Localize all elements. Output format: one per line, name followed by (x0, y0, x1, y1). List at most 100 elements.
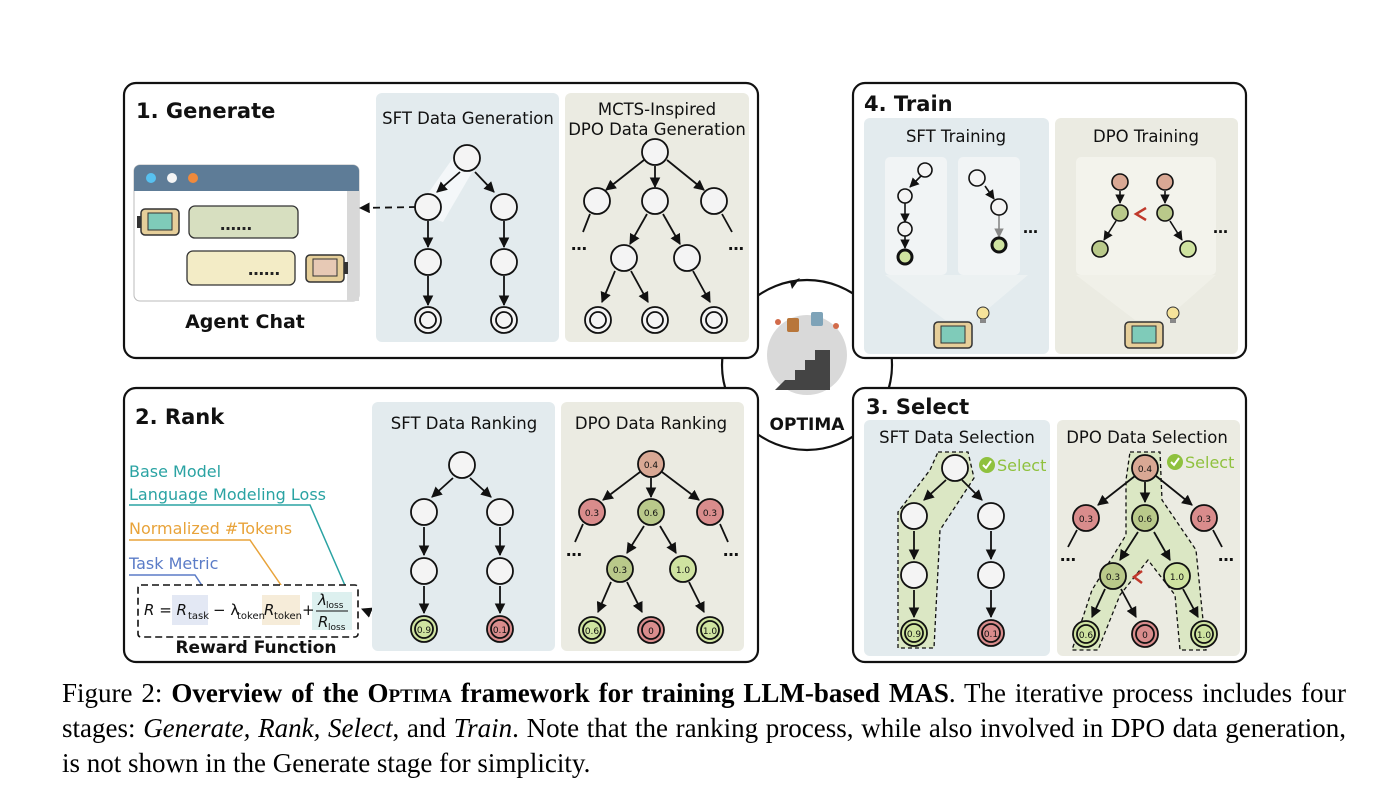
ellipsis: … (728, 235, 744, 254)
caption-text-3: . Note that the ranking process, while a… (62, 713, 1346, 778)
optima-center-label: OPTIMA (770, 415, 846, 435)
node-score: 0.3 (613, 566, 627, 576)
lightbulb-icon (1166, 306, 1180, 323)
node-score: 0.9 (417, 626, 432, 636)
stage-rank-title: 2. Rank (135, 405, 225, 429)
robot-icon (305, 254, 348, 283)
ellipsis: … (1218, 546, 1234, 565)
cycle-diagram: OPTIMA (720, 278, 894, 452)
svg-text:− λ: − λ (213, 601, 239, 619)
chat-bubble-text: …… (248, 260, 280, 279)
svg-text:loss: loss (326, 601, 344, 611)
chat-bubble-text: …… (220, 215, 252, 234)
node-score: 1.0 (1170, 573, 1185, 583)
legend-task-metric: Task Metric (128, 554, 218, 573)
reward-function-label: Reward Function (175, 638, 336, 658)
svg-text:λ: λ (317, 591, 327, 609)
dpo-ranking-panel (561, 402, 744, 651)
robot-icon (1124, 321, 1164, 349)
svg-text:R: R (264, 601, 274, 619)
node-score: 0.3 (1106, 573, 1120, 583)
dpo-training-label: DPO Training (1093, 127, 1199, 146)
sft-generation-label: SFT Data Generation (382, 109, 554, 128)
stage-train-title: 4. Train (864, 92, 953, 116)
dpo-selection-label: DPO Data Selection (1066, 428, 1228, 447)
caption-text-1: . The iterative process includes four st… (62, 678, 1347, 743)
node-score: 1.0 (676, 566, 691, 576)
select-label: Select (997, 456, 1046, 475)
node-score: 0.1 (984, 630, 998, 640)
node-score: 0.3 (1079, 515, 1093, 525)
svg-text:token: token (237, 611, 265, 622)
stage-select-title: 3. Select (866, 395, 969, 419)
check-icon (1167, 454, 1183, 470)
node-score: 0.3 (585, 509, 599, 519)
node-score: 0.6 (585, 627, 600, 637)
sft-ranking-panel (372, 402, 555, 651)
node-score: 1.0 (703, 627, 718, 637)
stage-generate: 1. Generate …… …… Agent (122, 81, 760, 360)
ellipsis: … (1023, 219, 1038, 237)
sft-ranking-label: SFT Data Ranking (391, 414, 537, 433)
node-score: 0 (648, 627, 654, 637)
dpo-generation-label-1: MCTS-Inspired (598, 100, 716, 119)
node-score: 1.0 (1197, 631, 1212, 641)
sft-training-label: SFT Training (906, 127, 1006, 146)
ellipsis: … (1213, 219, 1228, 237)
selected-path-highlight (1071, 451, 1207, 651)
caption-italic-1: Generate, Rank, Select (143, 713, 393, 743)
stage-rank: 2. Rank Base Model Language Modeling Los… (122, 386, 760, 664)
svg-text:R: R (318, 613, 328, 631)
node-score: 0.3 (1197, 515, 1211, 525)
dpo-ranking-label: DPO Data Ranking (575, 414, 727, 433)
stage-select: 3. Select SFT Data Selection 0.9 0.1 S (851, 386, 1248, 664)
window-dot-icon (188, 173, 198, 183)
ellipsis: … (723, 541, 739, 560)
legend-base-model: Base Model (129, 462, 221, 481)
caption-bold-1: Overview of the (171, 678, 368, 708)
node-score: 0.4 (1138, 465, 1153, 475)
node-score: 0.4 (644, 461, 659, 471)
stage-generate-title: 1. Generate (136, 99, 275, 123)
sft-selection-label: SFT Data Selection (879, 428, 1035, 447)
window-dot-icon (146, 173, 156, 183)
caption-optima: Optima (367, 678, 452, 708)
node-score: 0.3 (703, 509, 717, 519)
node-score: 0.6 (1138, 515, 1153, 525)
svg-text:+: + (302, 601, 315, 619)
svg-text:task: task (188, 611, 209, 622)
caption-prefix: Figure 2: (62, 678, 172, 708)
legend-normalized-tokens: Normalized #Tokens (129, 519, 292, 538)
caption-italic-2: Train (453, 713, 513, 743)
stage-train: 4. Train SFT Training … (851, 81, 1248, 360)
select-label: Select (1185, 453, 1234, 472)
dpo-generation-label-2: DPO Data Generation (568, 120, 746, 139)
window-dot-icon (167, 173, 177, 183)
agent-chat-label: Agent Chat (185, 311, 305, 333)
robot-icon (933, 321, 973, 349)
caption-bold-2: framework for training LLM-based MAS (451, 678, 949, 708)
selected-path-highlight (897, 451, 975, 649)
robot-icon (137, 208, 180, 236)
legend-lm-loss: Language Modeling Loss (129, 485, 326, 504)
node-score: 0.6 (644, 509, 659, 519)
node-score: 0.1 (493, 626, 507, 636)
ellipsis: … (566, 541, 582, 560)
sft-generation-panel (376, 93, 559, 342)
svg-text:R = R: R = R (144, 601, 187, 619)
svg-text:token: token (274, 611, 302, 622)
ellipsis: … (1060, 546, 1076, 565)
lightbulb-icon (976, 306, 990, 323)
agent-chat-window: …… …… (133, 164, 360, 302)
check-icon (979, 457, 995, 473)
ellipsis: … (571, 235, 587, 254)
optima-logo (767, 312, 847, 395)
optima-figure: OPTIMA 1. Generate …… …… (122, 81, 1248, 664)
node-score: 0 (1142, 631, 1148, 641)
node-score: 0.9 (907, 630, 922, 640)
figure-caption: Figure 2: Overview of the Optima framewo… (62, 676, 1346, 781)
svg-text:loss: loss (328, 623, 346, 633)
reward-formula: R = R task − λ token R token + λ loss R … (144, 591, 348, 633)
caption-text-2: , and (392, 713, 454, 743)
node-score: 0.6 (1079, 631, 1094, 641)
